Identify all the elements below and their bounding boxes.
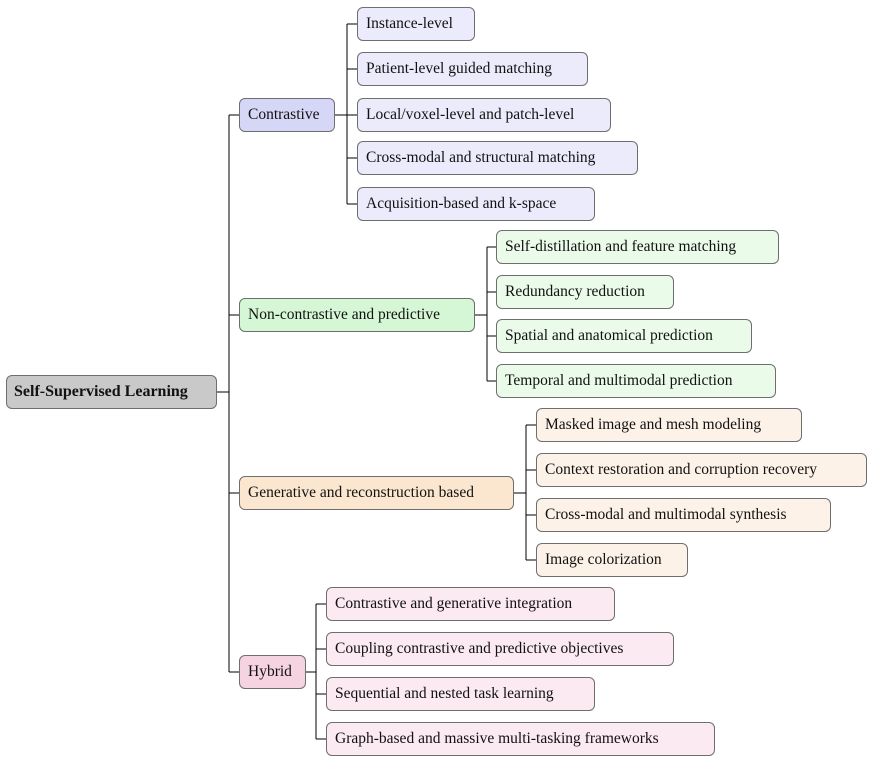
leaf-coupling-contrastive-predictive-objectives: Coupling contrastive and predictive obje… [326,632,674,666]
leaf-temporal-multimodal-prediction: Temporal and multimodal prediction [496,364,776,398]
leaf-patient-level-guided-matching: Patient-level guided matching [357,52,588,86]
leaf-redundancy-reduction: Redundancy reduction [496,275,674,309]
leaf-spatial-anatomical-prediction: Spatial and anatomical prediction [496,319,752,353]
root-node: Self-Supervised Learning [6,375,217,409]
category-hybrid: Hybrid [239,655,306,689]
leaf-self-distillation-feature-matching: Self-distillation and feature matching [496,230,779,264]
leaf-graph-based-multi-tasking-frameworks: Graph-based and massive multi-tasking fr… [326,722,715,756]
leaf-context-restoration-corruption-recovery: Context restoration and corruption recov… [536,453,867,487]
leaf-local-voxel-patch-level: Local/voxel-level and patch-level [357,98,611,132]
category-contrastive: Contrastive [239,98,335,132]
category-generative-reconstruction: Generative and reconstruction based [239,476,514,510]
leaf-image-colorization: Image colorization [536,543,688,577]
leaf-contrastive-generative-integration: Contrastive and generative integration [326,587,615,621]
leaf-instance-level: Instance-level [357,7,475,41]
category-non-contrastive-predictive: Non-contrastive and predictive [239,298,475,332]
leaf-masked-image-mesh-modeling: Masked image and mesh modeling [536,408,802,442]
leaf-cross-modal-multimodal-synthesis: Cross-modal and multimodal synthesis [536,498,831,532]
leaf-acquisition-based-k-space: Acquisition-based and k-space [357,187,595,221]
leaf-sequential-nested-task-learning: Sequential and nested task learning [326,677,595,711]
leaf-cross-modal-structural-matching: Cross-modal and structural matching [357,141,638,175]
